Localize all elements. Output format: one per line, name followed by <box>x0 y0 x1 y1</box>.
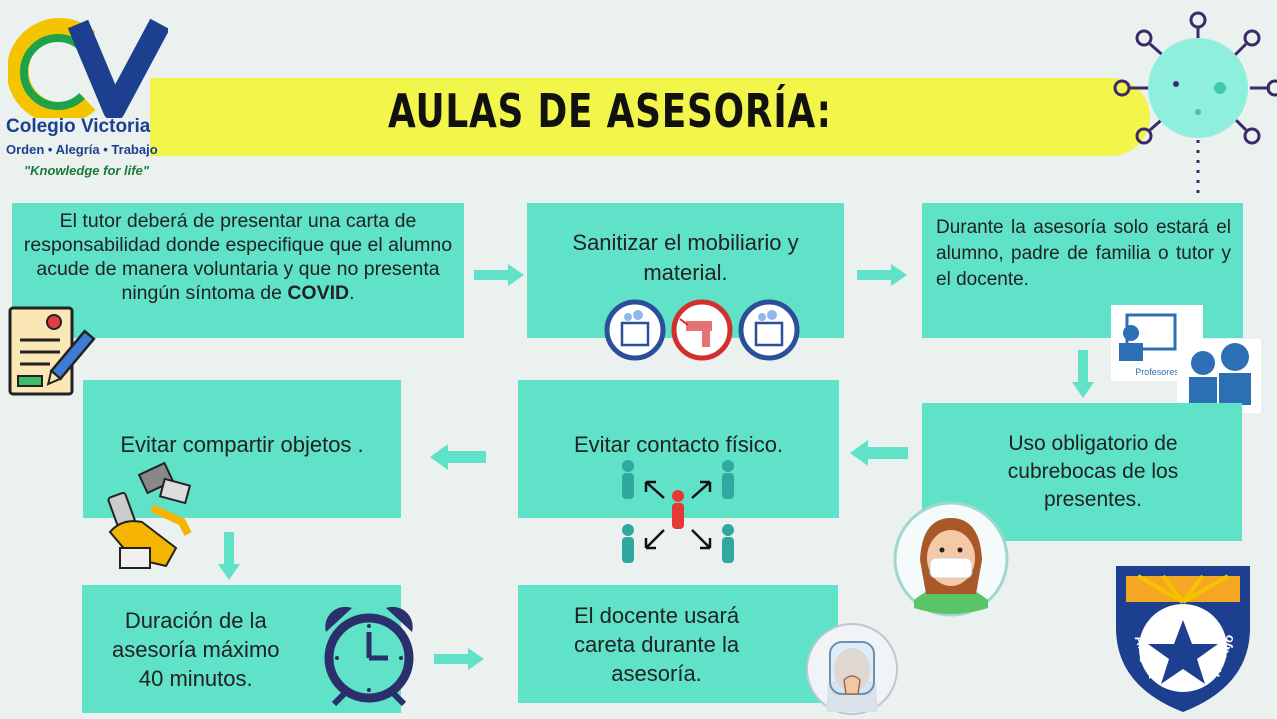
woman-mask-icon <box>893 501 1009 617</box>
step-mask-line1: Uso obligatorio de <box>1008 432 1178 455</box>
step-shield-line3: asesoría. <box>611 660 702 686</box>
step-objects-box: Evitar compartir objetos . <box>83 380 401 518</box>
brand-name: Colegio Victoria <box>6 116 151 137</box>
step-attendance-text: Durante la asesoría solo estará el alumn… <box>936 217 1231 290</box>
colegio-victoria-logo-icon <box>8 18 168 118</box>
step-duration-line2: asesoría máximo <box>112 636 280 662</box>
cleaning-supplies-icon <box>604 299 666 361</box>
document-pen-icon <box>8 306 96 396</box>
page-title: AULAS DE ASESORÍA: <box>388 84 832 138</box>
brand-motto: Orden • Alegría • Trabajo <box>6 142 158 157</box>
distance-icon <box>622 460 734 563</box>
step-letter-bold: COVID <box>287 282 350 304</box>
alarm-clock-icon <box>324 606 414 706</box>
arrow-down-icon <box>218 532 240 580</box>
step-duration-line1: Duración de la <box>124 607 267 633</box>
teachers-label: Profesores <box>1135 367 1179 377</box>
step-contact-text: Evitar contacto físico. <box>573 432 784 457</box>
step-duration-box: Duración de la asesoría máximo 40 minutos. <box>82 585 401 713</box>
spray-icon <box>671 299 733 361</box>
title-band <box>150 78 1150 156</box>
arrow-left-icon <box>850 440 908 466</box>
arrow-right-icon <box>857 264 907 286</box>
brand-slogan: "Knowledge for life" <box>24 163 149 178</box>
step-letter-box: El tutor deberá de presentar una carta d… <box>12 203 464 338</box>
step-shield-box: El docente usará careta durante la asesorí… <box>518 585 838 703</box>
arrow-left-icon <box>430 444 486 470</box>
cleaning-supplies-icon <box>738 299 800 361</box>
arrow-right-icon <box>474 264 524 286</box>
crest-top: Orden <box>1161 607 1205 624</box>
step-objects-text: Evitar compartir objetos . <box>120 432 364 457</box>
face-shield-icon <box>806 623 898 715</box>
sharing-objects-icon <box>107 462 192 569</box>
arrow-right-icon <box>434 648 484 670</box>
step-shield-line1: El docente usará <box>574 602 740 628</box>
arrow-down-icon <box>1072 350 1094 398</box>
virus-icon <box>1113 11 1277 193</box>
sanitize-icons <box>604 299 800 361</box>
step-shield-line2: careta durante la <box>574 631 740 657</box>
step-mask-line2: cubrebocas de los <box>1007 460 1179 483</box>
school-crest-icon: Orden Alegría Trabajo <box>1116 566 1250 712</box>
step-sanitize-line2: material. <box>643 260 728 285</box>
step-attendance-box: Durante la asesoría solo estará el alumn… <box>922 203 1243 338</box>
step-letter-text: El tutor deberá de presentar una carta d… <box>23 210 453 304</box>
step-letter-end: . <box>349 282 355 304</box>
step-duration-line3: 40 minutos. <box>138 665 253 691</box>
step-sanitize-line1: Sanitizar el mobiliario y <box>572 230 799 255</box>
teachers-icon: Profesores <box>1111 305 1261 413</box>
step-mask-line3: presentes. <box>1043 488 1143 511</box>
